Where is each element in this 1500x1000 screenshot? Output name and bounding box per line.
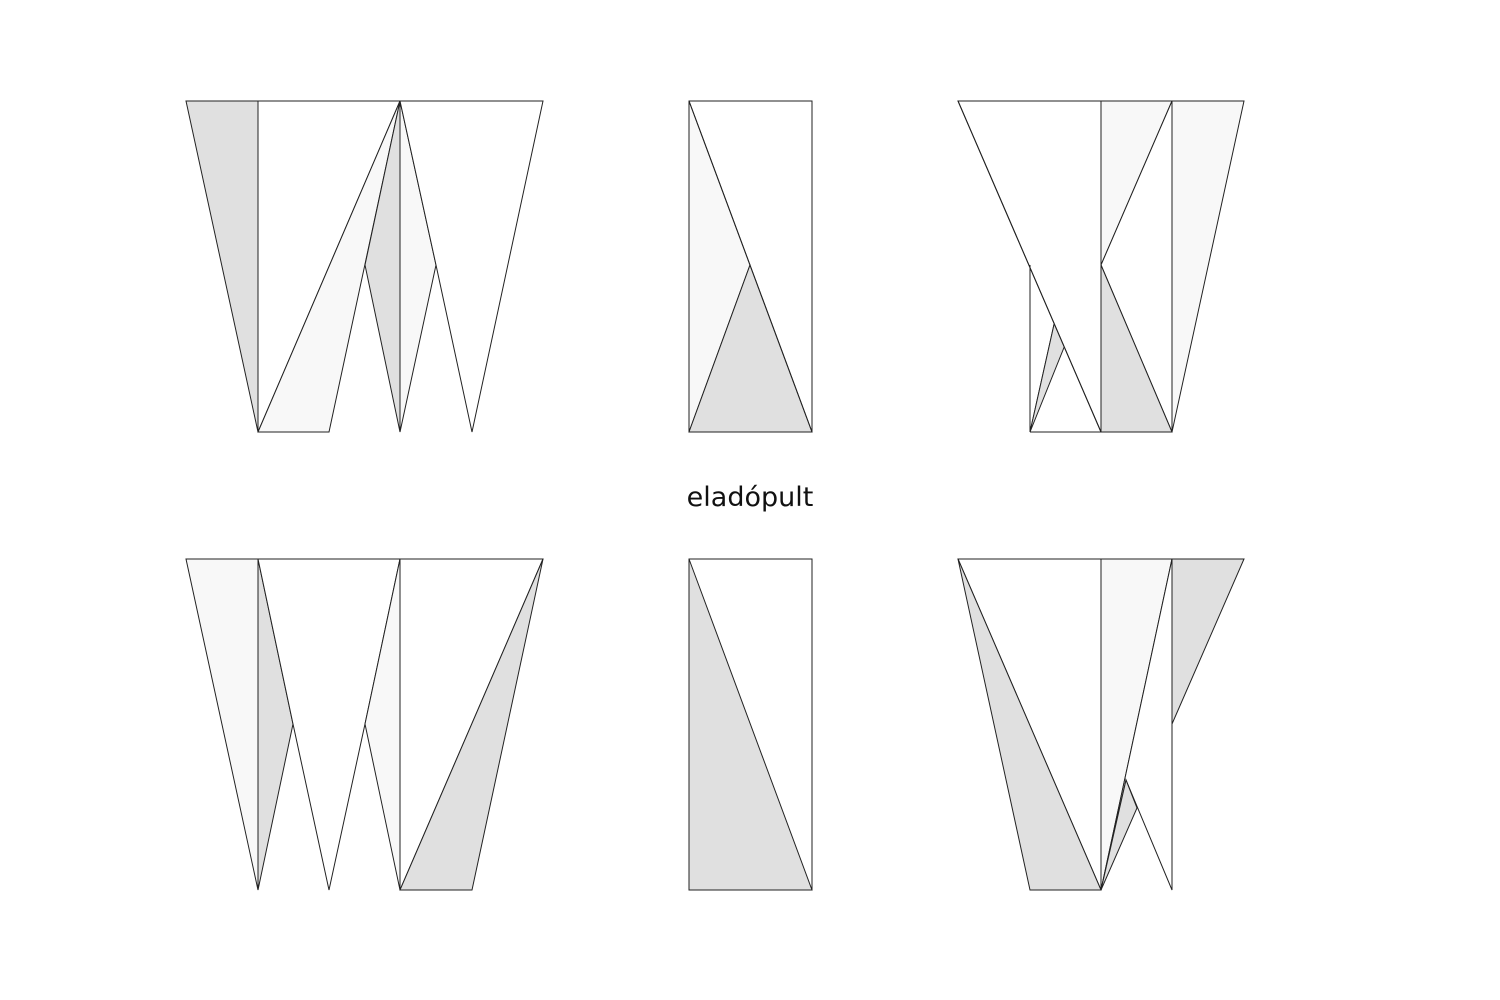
tc-diagonal xyxy=(688,100,813,433)
panel-bottom-center xyxy=(688,558,813,891)
bl-light-left-triangle xyxy=(185,558,259,891)
bl-white-middle xyxy=(257,558,401,891)
br-gray-left xyxy=(957,558,1102,891)
tr-light-right-triangle xyxy=(1171,100,1245,433)
panel-bottom-right xyxy=(957,558,1245,891)
tl-light-diagonal-strip xyxy=(257,100,401,433)
panel-bottom-left xyxy=(185,558,544,891)
panel-top-center xyxy=(688,100,813,433)
caption-label: eladópult xyxy=(686,482,814,513)
br-gray-sliver xyxy=(1100,778,1138,891)
br-gray-right-flap xyxy=(1171,558,1245,725)
bl-gray-right xyxy=(399,558,544,891)
bc-gray-triangle xyxy=(688,558,813,891)
panel-top-right xyxy=(957,100,1245,433)
tl-gray-left-triangle xyxy=(185,100,259,433)
panel-top-left xyxy=(185,100,544,433)
